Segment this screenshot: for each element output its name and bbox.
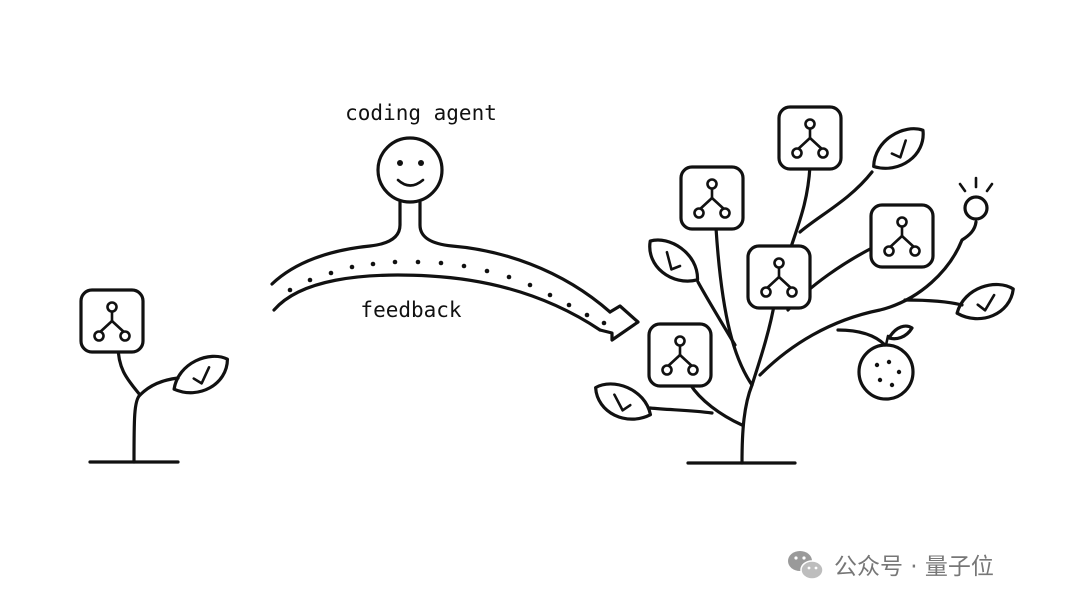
checkmark-leaf-icon [863, 120, 935, 178]
arrow-right-icon [598, 304, 640, 342]
branch-bulb [758, 220, 978, 377]
checkmark-leaf-icon [166, 349, 236, 401]
checkmark-leaf-icon [951, 278, 1020, 326]
checkmark-leaf-icon [638, 231, 709, 291]
branch-fruit [836, 328, 887, 347]
wechat-icon [788, 551, 824, 580]
feedback-path: feedback [272, 259, 640, 342]
feedback-label: feedback [360, 298, 462, 322]
feedback-band-lower [272, 273, 602, 332]
lightbulb-icon [958, 176, 994, 221]
smiley-face-icon [376, 136, 444, 204]
feedback-dots [287, 259, 607, 326]
orange-fruit-icon [857, 324, 915, 401]
git-branch-icon [647, 322, 713, 388]
git-branch-icon [679, 165, 745, 231]
branch-mid-left [714, 226, 754, 387]
git-branch-icon [869, 203, 935, 269]
git-branch-icon [777, 105, 843, 171]
grown-tree [588, 105, 1020, 465]
agent-neck-right [418, 200, 612, 314]
branch-leaf-right [903, 298, 964, 307]
git-branch-icon [746, 244, 812, 310]
branch-lower-left [688, 382, 744, 427]
branch-upper-right [798, 170, 874, 234]
watermark: 公众号 · 量子位 [788, 551, 994, 580]
tree-trunk [740, 298, 777, 465]
branch-leaf-left [696, 280, 737, 347]
sprout-stem [116, 343, 142, 464]
agent-neck-left [270, 200, 402, 286]
branch-top [788, 164, 812, 252]
small-sprout [79, 288, 236, 464]
sprout-branch [138, 376, 180, 397]
branch-leaf-lower [648, 406, 714, 415]
git-branch-icon [79, 288, 145, 354]
coding-agent: coding agent [270, 101, 612, 314]
watermark-text: 公众号 · 量子位 [834, 554, 994, 580]
checkmark-leaf-icon [588, 377, 658, 427]
agent-label: coding agent [345, 101, 497, 125]
